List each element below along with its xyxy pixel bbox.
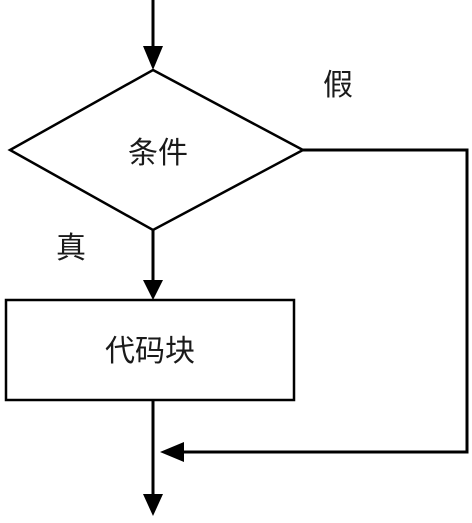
- condition-label: 条件: [128, 136, 188, 171]
- true-branch-arrowhead: [143, 280, 163, 300]
- code-block-label: 代码块: [105, 334, 195, 369]
- true-branch-label: 真: [56, 231, 86, 266]
- entry-arrowhead: [143, 46, 163, 70]
- exit-arrowhead: [143, 494, 163, 516]
- code-block-box: [4, 298, 296, 402]
- false-branch-line: [180, 148, 469, 454]
- false-branch-label: 假: [323, 68, 353, 103]
- merge-arrowhead: [160, 442, 184, 462]
